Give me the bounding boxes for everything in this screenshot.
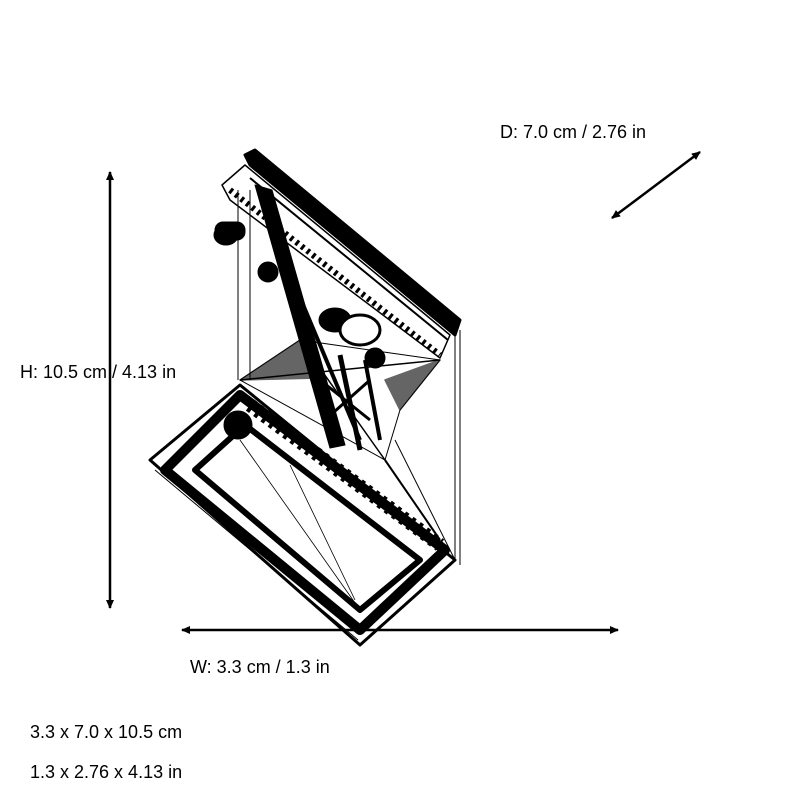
wireframe-model xyxy=(148,148,462,647)
depth-label: D: 7.0 cm / 2.76 in xyxy=(500,122,647,142)
summary-metric: 3.3 x 7.0 x 10.5 cm xyxy=(30,722,183,742)
width-label: W: 3.3 cm / 1.3 in xyxy=(190,657,330,677)
summary-imperial: 1.3 x 2.76 x 4.13 in xyxy=(30,762,183,782)
depth-arrow xyxy=(611,151,701,219)
truss-center xyxy=(239,339,441,461)
lower-tray xyxy=(148,383,457,647)
height-label: H: 10.5 cm / 4.13 in xyxy=(20,362,177,382)
vertical-edges xyxy=(237,190,461,565)
